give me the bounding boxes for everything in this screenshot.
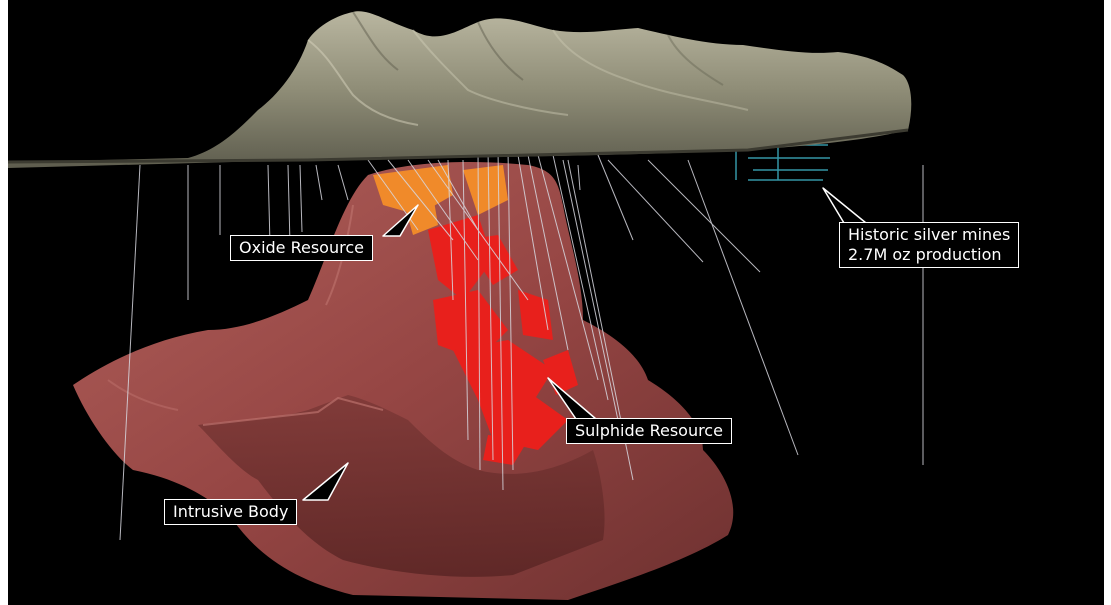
sulphide-resource-label: Sulphide Resource (575, 421, 723, 440)
intrusive-body-callout: Intrusive Body (164, 499, 297, 525)
intrusive-body-label: Intrusive Body (173, 502, 288, 521)
3d-geological-model-view: Oxide Resource Historic silver mines 2.7… (8, 0, 1104, 605)
historic-mines-label: Historic silver mines (848, 225, 1010, 245)
historic-silver-mines-callout: Historic silver mines 2.7M oz production (839, 222, 1019, 268)
oxide-resource-callout: Oxide Resource (230, 235, 373, 261)
terrain-surface (8, 11, 911, 168)
oxide-resource-label: Oxide Resource (239, 238, 364, 257)
sulphide-resource-callout: Sulphide Resource (566, 418, 732, 444)
historic-production-label: 2.7M oz production (848, 245, 1010, 265)
historic-pointer (823, 188, 866, 223)
